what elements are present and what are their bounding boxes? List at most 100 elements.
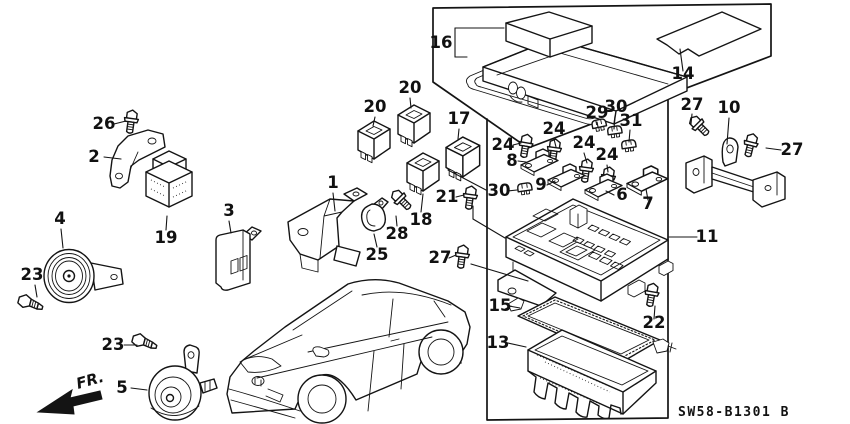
- leader-line: [583, 152, 588, 164]
- part-24-bolt: [576, 157, 596, 184]
- leader-line: [447, 169, 487, 191]
- callout-15: 15: [489, 296, 512, 315]
- callout-26: 26: [93, 114, 116, 133]
- leader-line: [60, 228, 64, 249]
- fr-direction-arrow: FR.: [36, 368, 106, 415]
- callout-10: 10: [718, 98, 741, 117]
- callout-24: 24: [543, 119, 566, 138]
- leader-line: [596, 121, 599, 128]
- leader-line: [679, 48, 684, 72]
- diagram-code: SW58-B1301 B: [678, 405, 790, 420]
- leader-line: [395, 215, 398, 227]
- callout-14: 14: [672, 64, 695, 83]
- leader-line: [373, 233, 378, 248]
- callout-31: 31: [620, 111, 643, 130]
- callout-6: 6: [616, 185, 627, 204]
- callout-1: 1: [327, 173, 338, 192]
- leader-line: [726, 117, 730, 145]
- leader-line: [506, 189, 518, 192]
- leader-line: [448, 254, 457, 259]
- part-27-bolt: [452, 243, 472, 270]
- callout-23: 23: [102, 335, 125, 354]
- part-23-sensor: [16, 292, 46, 313]
- part-18-relay: [406, 152, 440, 196]
- callout-23: 23: [21, 265, 44, 284]
- callout-24: 24: [492, 135, 515, 154]
- callout-2: 2: [88, 147, 99, 166]
- part-5-horn: [148, 344, 218, 421]
- callout-17: 17: [448, 109, 471, 128]
- part-13-lower-tray: [527, 329, 657, 420]
- part-3-control-module: [215, 226, 262, 291]
- part-24-bolt: [515, 132, 536, 160]
- callout-18: 18: [410, 210, 433, 229]
- leader-line: [332, 192, 336, 212]
- callout-16: 16: [430, 33, 453, 52]
- part-1-bracket: [287, 187, 368, 273]
- leader-line: [512, 142, 522, 146]
- callout-30: 30: [605, 97, 628, 116]
- callout-20: 20: [364, 97, 387, 116]
- part-14-insulator-sheet: [656, 11, 762, 57]
- part-10-bracket: [685, 137, 786, 208]
- leader-line: [34, 284, 38, 298]
- leader-lines: [34, 27, 782, 391]
- leader-line: [553, 138, 557, 148]
- callout-3: 3: [223, 201, 234, 220]
- callout-27: 27: [681, 95, 704, 114]
- part-19-relay-module: [145, 150, 193, 208]
- callout-20: 20: [399, 78, 422, 97]
- leader-line: [605, 190, 615, 196]
- leader-line: [507, 342, 527, 348]
- callout-9: 9: [535, 175, 546, 194]
- callout-28: 28: [386, 224, 409, 243]
- callout-19: 19: [155, 228, 178, 247]
- grille-emblem: [251, 376, 265, 386]
- callout-30: 30: [488, 181, 511, 200]
- leader-line: [420, 193, 424, 213]
- callout-24: 24: [573, 133, 596, 152]
- part-20-relay: [357, 120, 391, 164]
- leader-line: [409, 97, 412, 109]
- rear-wheel: [418, 329, 464, 375]
- part-30-fuse: [516, 181, 534, 196]
- leader-line: [457, 128, 460, 140]
- part-2-bracket: [109, 129, 166, 189]
- leader-line: [165, 215, 168, 231]
- part-4-horn: [43, 248, 124, 304]
- callout-5: 5: [116, 378, 127, 397]
- leader-line: [628, 129, 631, 143]
- callout-25: 25: [366, 245, 389, 264]
- leader-line: [372, 116, 376, 127]
- cover-group-enclosure: [432, 3, 772, 149]
- callout-7: 7: [642, 194, 653, 213]
- leader-line: [470, 263, 529, 282]
- leader-line: [472, 218, 506, 239]
- callout-labels: 2624192332351202017182128252424242429303…: [21, 33, 804, 397]
- callout-4: 4: [54, 209, 65, 228]
- part-27-bolt: [685, 112, 714, 140]
- leader-line: [228, 220, 232, 234]
- leader-line: [690, 113, 693, 125]
- callout-21: 21: [436, 187, 459, 206]
- leader-line: [103, 156, 122, 160]
- callout-8: 8: [506, 151, 517, 170]
- callout-27: 27: [429, 248, 452, 267]
- leader-line: [546, 180, 556, 186]
- leader-line: [765, 147, 782, 151]
- callout-13: 13: [487, 333, 510, 352]
- leader-line: [113, 120, 127, 125]
- callout-22: 22: [643, 313, 666, 332]
- leader-line: [606, 164, 609, 173]
- headlight: [239, 356, 282, 373]
- callout-11: 11: [696, 227, 719, 246]
- part-23-sensor: [130, 331, 160, 352]
- part-16-cover-assembly: [465, 11, 688, 125]
- door-mirror: [312, 346, 330, 358]
- leader-line: [613, 115, 616, 130]
- part-11-fuse-box: [497, 198, 674, 307]
- leader-line: [653, 305, 656, 320]
- leader-line: [130, 387, 148, 391]
